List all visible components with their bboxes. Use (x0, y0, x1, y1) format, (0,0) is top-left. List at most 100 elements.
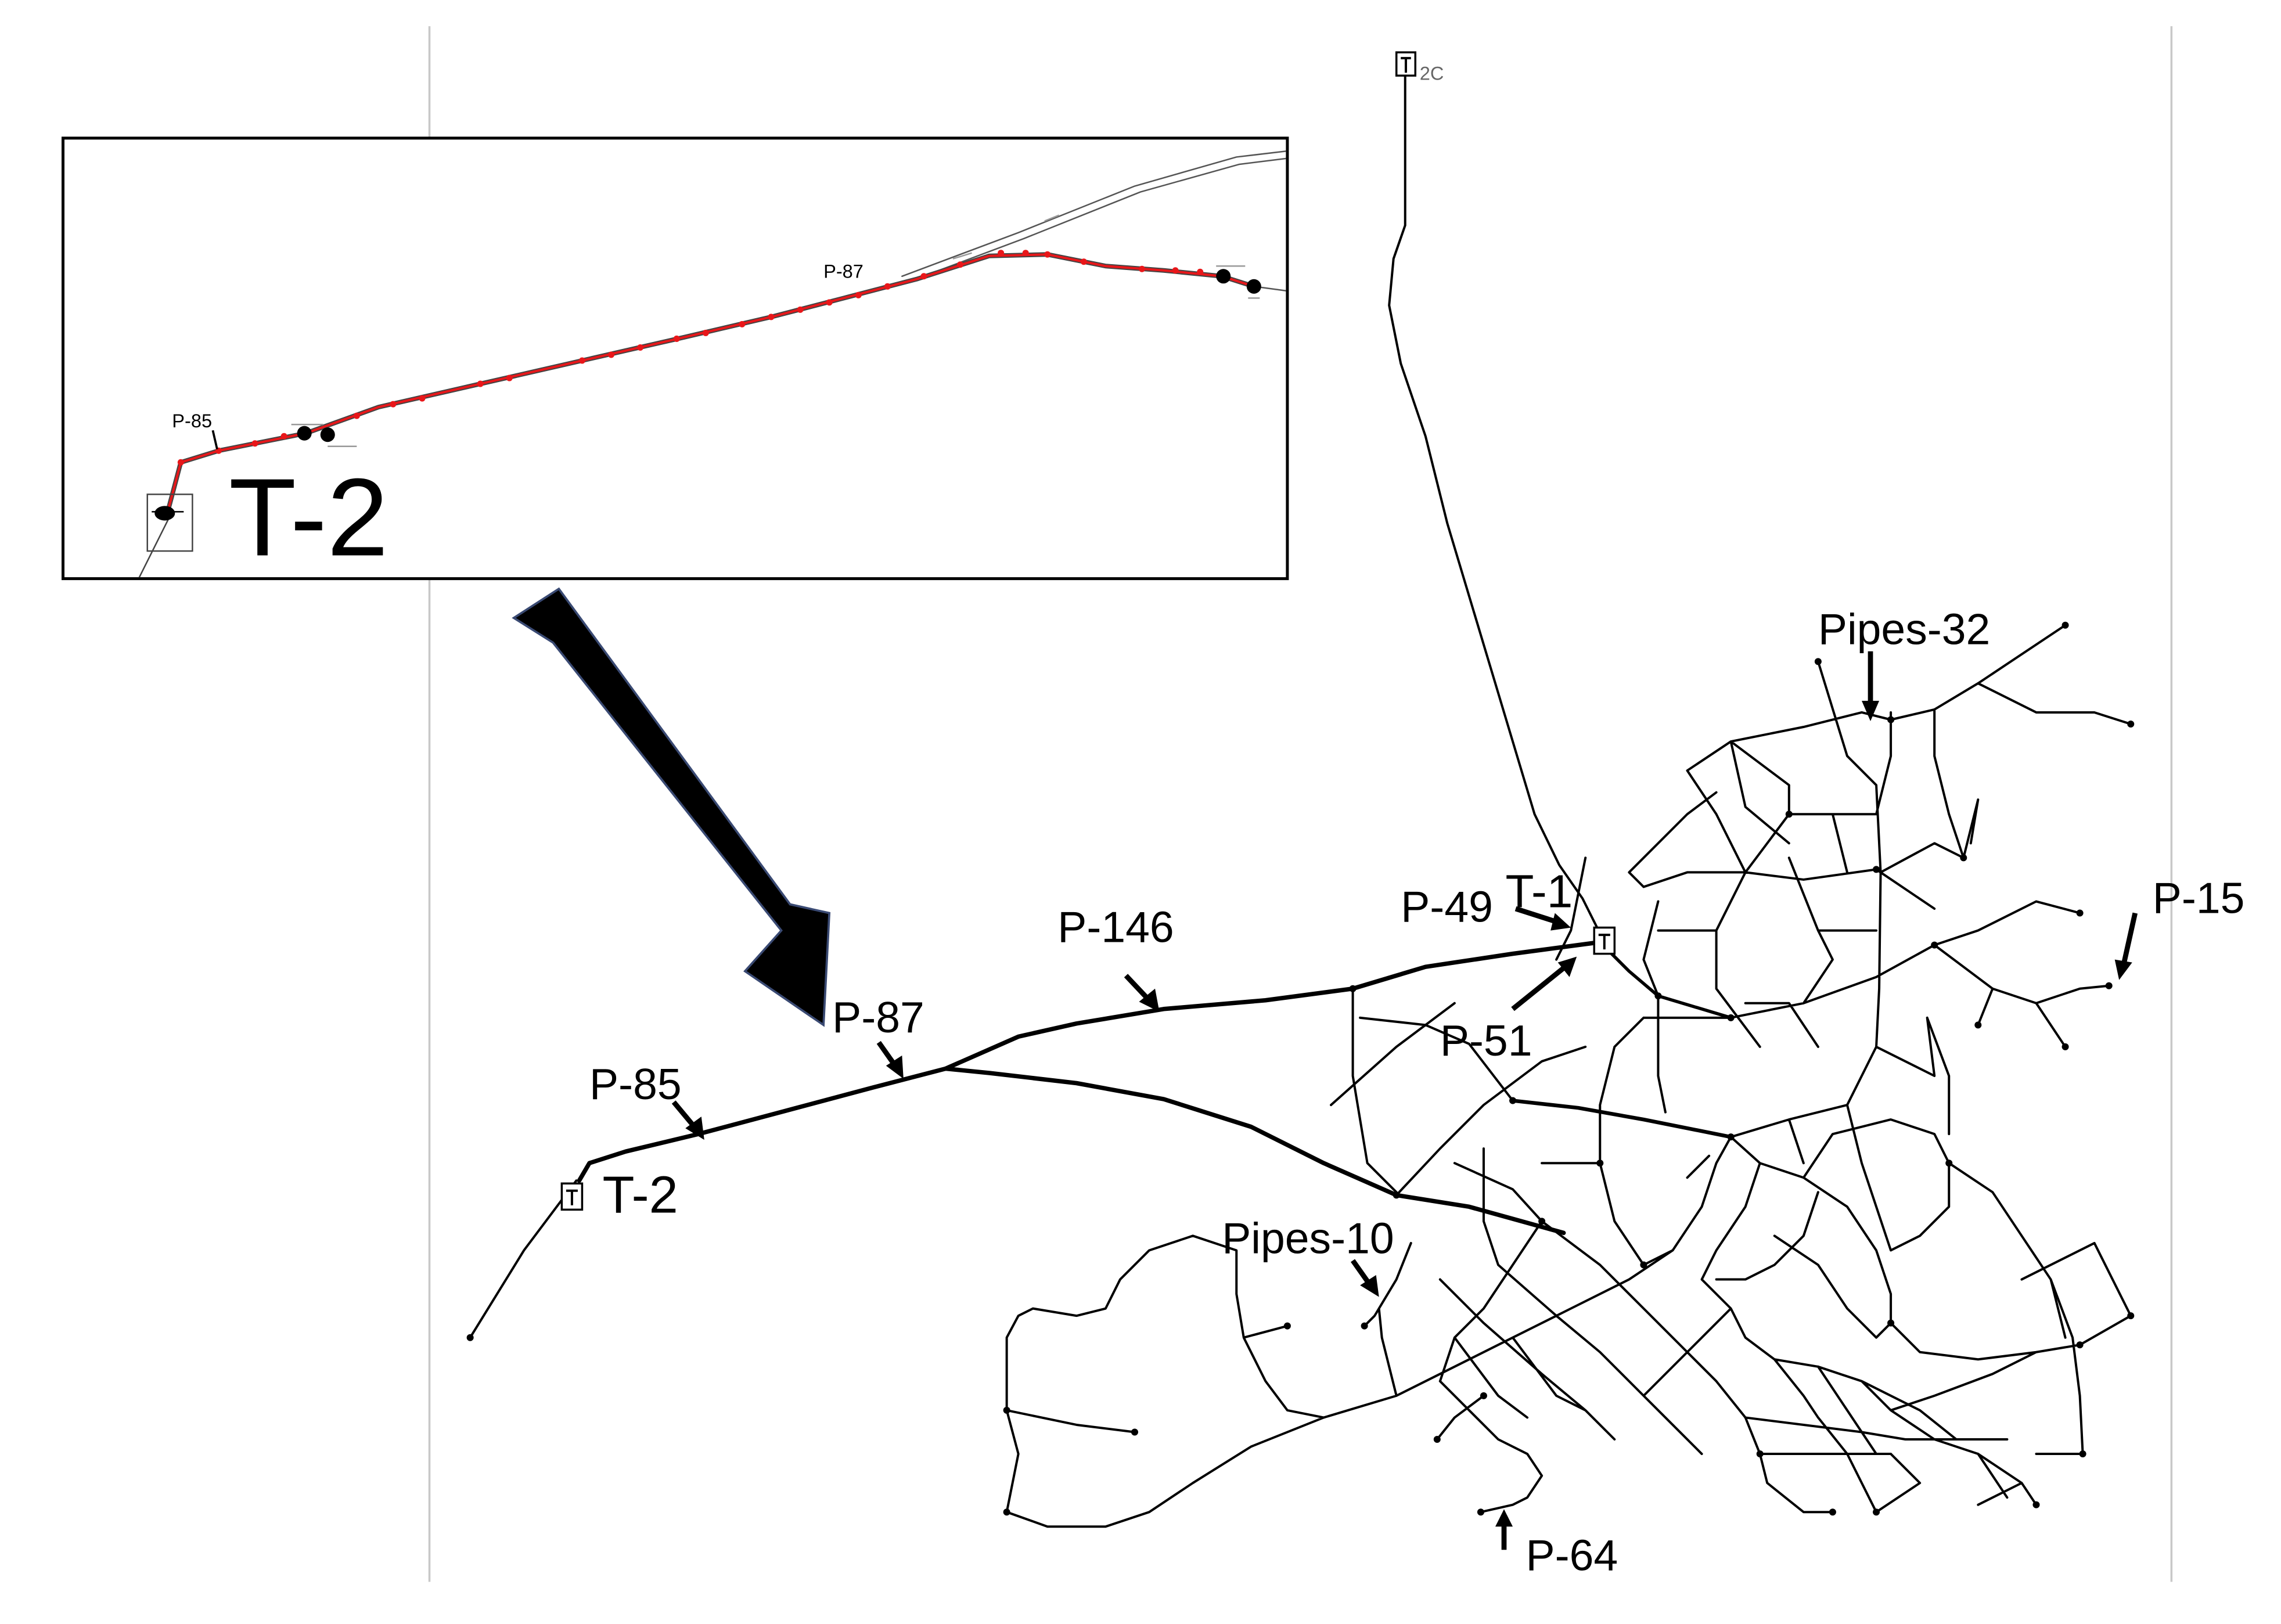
arrow-head (1862, 700, 1880, 722)
inset-junction (297, 426, 312, 441)
tank-symbol-mark (566, 1189, 578, 1205)
inset-node (419, 395, 426, 402)
inset-node (506, 375, 513, 381)
inset-node (855, 291, 862, 298)
junction-node (1433, 1435, 1441, 1443)
junction-node (1283, 1322, 1291, 1330)
junction-node (1785, 811, 1793, 818)
junction-node (1727, 1014, 1735, 1021)
junction-node (1873, 866, 1880, 873)
tank-2c[interactable]: 2C (1395, 51, 1444, 84)
inset-junction (320, 427, 335, 442)
junction-node (1727, 1133, 1735, 1141)
junction-node (1945, 1160, 1953, 1167)
label-pipes10: Pipes-10 (1222, 1214, 1394, 1262)
junction-node (1538, 1218, 1546, 1225)
arrow-head (685, 1117, 704, 1140)
pipe-t2-tail (469, 1179, 578, 1339)
pipe-grid (1005, 624, 2132, 1528)
junction-node (1814, 658, 1822, 665)
label-pipes32: Pipes-32 (1818, 604, 1990, 653)
junction-node (1931, 941, 1938, 949)
inset-node (353, 412, 360, 419)
inset-tank-fill (154, 506, 175, 521)
label-p49: P-49 (1401, 883, 1493, 931)
junction-node (2061, 621, 2069, 629)
inset-pointer-arrow (512, 587, 831, 1027)
inset-arrow-p85 (211, 430, 218, 450)
junction-node (2127, 721, 2135, 728)
arrow-p49 (1514, 906, 1557, 924)
inset-node (578, 357, 585, 364)
inset-node (797, 306, 804, 313)
arrow-head (1360, 1275, 1379, 1297)
junction-node (2105, 982, 2113, 989)
arrow-head (1550, 913, 1571, 931)
inset-node (702, 329, 709, 336)
tank-t2[interactable]: T-2 (560, 1165, 678, 1224)
junction-node (1974, 1021, 1982, 1029)
pipe-callouts (671, 651, 2138, 1550)
junction-node (2076, 1341, 2084, 1349)
junction-node (1887, 716, 1895, 723)
arrow-head (1495, 1509, 1513, 1527)
inset-tail-line (138, 511, 173, 578)
junction-nodes (466, 621, 2135, 1516)
inset-node (884, 283, 891, 290)
junction-node (2032, 1501, 2040, 1508)
pipe-2c-supply (1388, 74, 1599, 929)
inset-node (1172, 267, 1179, 274)
arrow-head (2114, 959, 2132, 980)
junction-node (1509, 1097, 1517, 1104)
junction-node (1829, 1508, 1836, 1516)
inset-node (768, 314, 775, 321)
arrow-head (1139, 988, 1160, 1012)
inset-node (1022, 250, 1029, 257)
inset-junction (1246, 279, 1261, 294)
junction-node (1003, 1508, 1010, 1516)
zoom-inset: T-2 P-85 P-87 (62, 136, 1289, 581)
inset-node (477, 380, 484, 387)
junction-node (1640, 1261, 1647, 1269)
arrow-head (886, 1055, 904, 1079)
junction-node (1349, 985, 1357, 992)
inset-node (251, 440, 258, 447)
inset-label-p87: P-87 (823, 261, 864, 282)
junction-node (1477, 1508, 1484, 1516)
inset-red-nodes (177, 250, 1204, 466)
junction-node (1003, 1406, 1010, 1414)
label-p15: P-15 (2153, 874, 2245, 923)
junction-node (2061, 1043, 2069, 1050)
tank-symbol-mark (1598, 934, 1610, 950)
inset-tank-symbol (146, 494, 193, 552)
inset-road-double-b (907, 157, 1286, 283)
inset-frame (62, 136, 1289, 581)
label-p87: P-87 (832, 993, 924, 1042)
arrow-head (1557, 956, 1577, 977)
inset-node-annotations (291, 214, 1260, 447)
junction-node (1873, 1508, 1880, 1516)
junction-node (2076, 909, 2084, 917)
pipe-mid-cross (1510, 1099, 1733, 1139)
inset-node (390, 401, 397, 408)
junction-node (1654, 992, 1662, 1000)
label-p64: P-64 (1526, 1531, 1618, 1579)
inset-node (177, 459, 184, 466)
junction-node (1887, 1319, 1895, 1327)
inset-node (739, 321, 746, 327)
pipe-t2-lower (943, 1066, 1566, 1236)
inset-node (956, 261, 964, 268)
inset-black-nodes (297, 269, 1261, 442)
junction-node (1960, 854, 1967, 862)
junction-node (1596, 1160, 1604, 1167)
junction-node (1393, 1191, 1400, 1199)
label-p85: P-85 (589, 1060, 682, 1108)
junction-node (1480, 1392, 1487, 1399)
arrow-p15 (2121, 912, 2138, 966)
inset-annotation (952, 252, 972, 260)
inset-node (998, 250, 1005, 257)
inset-node (1138, 265, 1146, 272)
inset-tank-label: T-2 (229, 456, 388, 579)
junction-node (1361, 1322, 1368, 1330)
tank-label-2c: 2C (1420, 63, 1444, 84)
